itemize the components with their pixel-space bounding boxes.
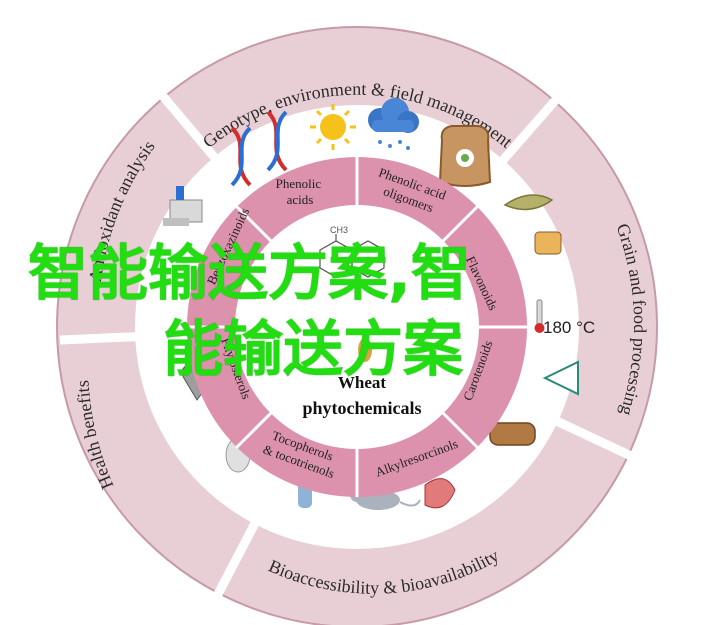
- temperature-label: 180 °C: [543, 318, 595, 337]
- baked-goods-icon: [534, 231, 562, 255]
- inner-label-phenolic-acids: Phenolic acids: [276, 176, 325, 207]
- sun-icon: [310, 104, 356, 150]
- inner-ring: [187, 155, 527, 497]
- methyl-label: CH3: [330, 225, 348, 235]
- lab-instrument-icon: [163, 186, 203, 226]
- center-title-line2: phytochemicals: [303, 398, 422, 418]
- wheat-grain-icon: [358, 338, 372, 362]
- rain-cloud-icon: [368, 98, 419, 150]
- pea-pod-icon: [503, 194, 554, 211]
- thermometer-icon: [534, 299, 545, 333]
- bread-icon: [489, 422, 536, 446]
- watermark-line2: 能输送方案: [163, 315, 463, 385]
- seed-bag-icon: [438, 125, 492, 187]
- arrow-icon: [542, 360, 579, 396]
- molecule-structure-icon: [319, 234, 385, 278]
- dna-icon: [230, 110, 288, 187]
- watermark-line1: 智能输送方案,智: [28, 239, 471, 309]
- center-title-line1: Wheat: [338, 373, 387, 392]
- intestine-icon: [424, 478, 456, 509]
